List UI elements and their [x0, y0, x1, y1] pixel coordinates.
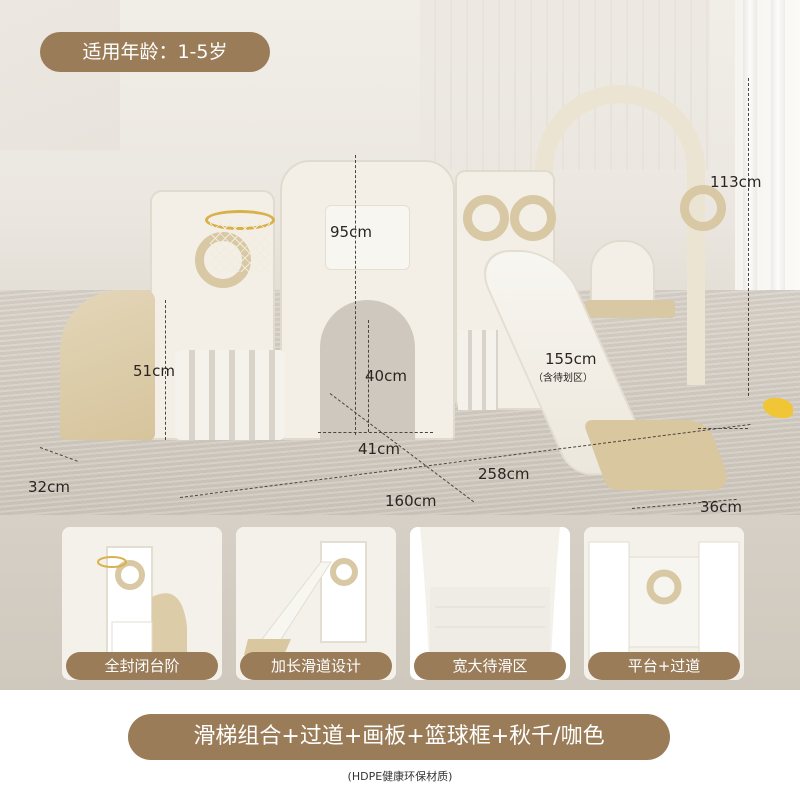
dim-label-slide-note: （含待划区） [533, 373, 593, 384]
dim-line-front [698, 428, 748, 429]
swing-seat [590, 240, 655, 310]
swing-base [585, 300, 675, 318]
dim-label-height-castle: 95cm [330, 223, 372, 241]
dim-label-depth: 160cm [385, 492, 437, 510]
tunnel-arch [320, 300, 415, 440]
stairs [60, 290, 155, 440]
bear-ring-icon [680, 185, 726, 231]
toy-duck [763, 398, 793, 418]
material-note: (HDPE健康环保材质) [347, 770, 453, 783]
drawing-board [325, 205, 410, 270]
curtain [771, 0, 785, 290]
dim-label-slide-length: 155cm [545, 350, 597, 368]
feature-label-passage: 平台+过道 [588, 652, 740, 680]
dim-label-arch-width: 41cm [358, 440, 400, 458]
bear-ring-icon [510, 195, 556, 241]
fence-panel [458, 330, 498, 410]
dim-line-height-swing [748, 78, 749, 396]
product-photo: 113cm 95cm 155cm （含待划区） 51cm 40cm 41cm 2… [0, 0, 800, 530]
basketball-net [210, 222, 270, 272]
product-title-banner: 滑梯组合+过道+画板+篮球框+秋千/咖色 [128, 714, 670, 760]
feature-label-platform: 宽大待滑区 [414, 652, 566, 680]
dim-line-arch-width [318, 432, 433, 433]
feature-label-slide: 加长滑道设计 [240, 652, 392, 680]
wall [0, 0, 120, 150]
age-badge: 适用年龄：1-5岁 [40, 32, 270, 72]
dim-line-arch-height [368, 320, 369, 432]
bear-ring-icon [463, 195, 509, 241]
platform-passage-image [584, 527, 744, 680]
fence-panel [175, 350, 285, 440]
window [735, 0, 800, 290]
dim-line-height-castle [355, 155, 356, 435]
dim-label-height-platform: 51cm [133, 362, 175, 380]
feature-label-stairs: 全封闭台阶 [66, 652, 218, 680]
dim-label-total-length: 258cm [478, 465, 530, 483]
dim-label-arch-height: 40cm [365, 367, 407, 385]
dim-label-stairs-width: 32cm [28, 478, 70, 496]
dim-label-slide-width: 36cm [700, 498, 742, 516]
dim-line-height-platform [165, 300, 166, 440]
curtain [743, 0, 757, 290]
dim-label-height-swing: 113cm [710, 173, 762, 191]
